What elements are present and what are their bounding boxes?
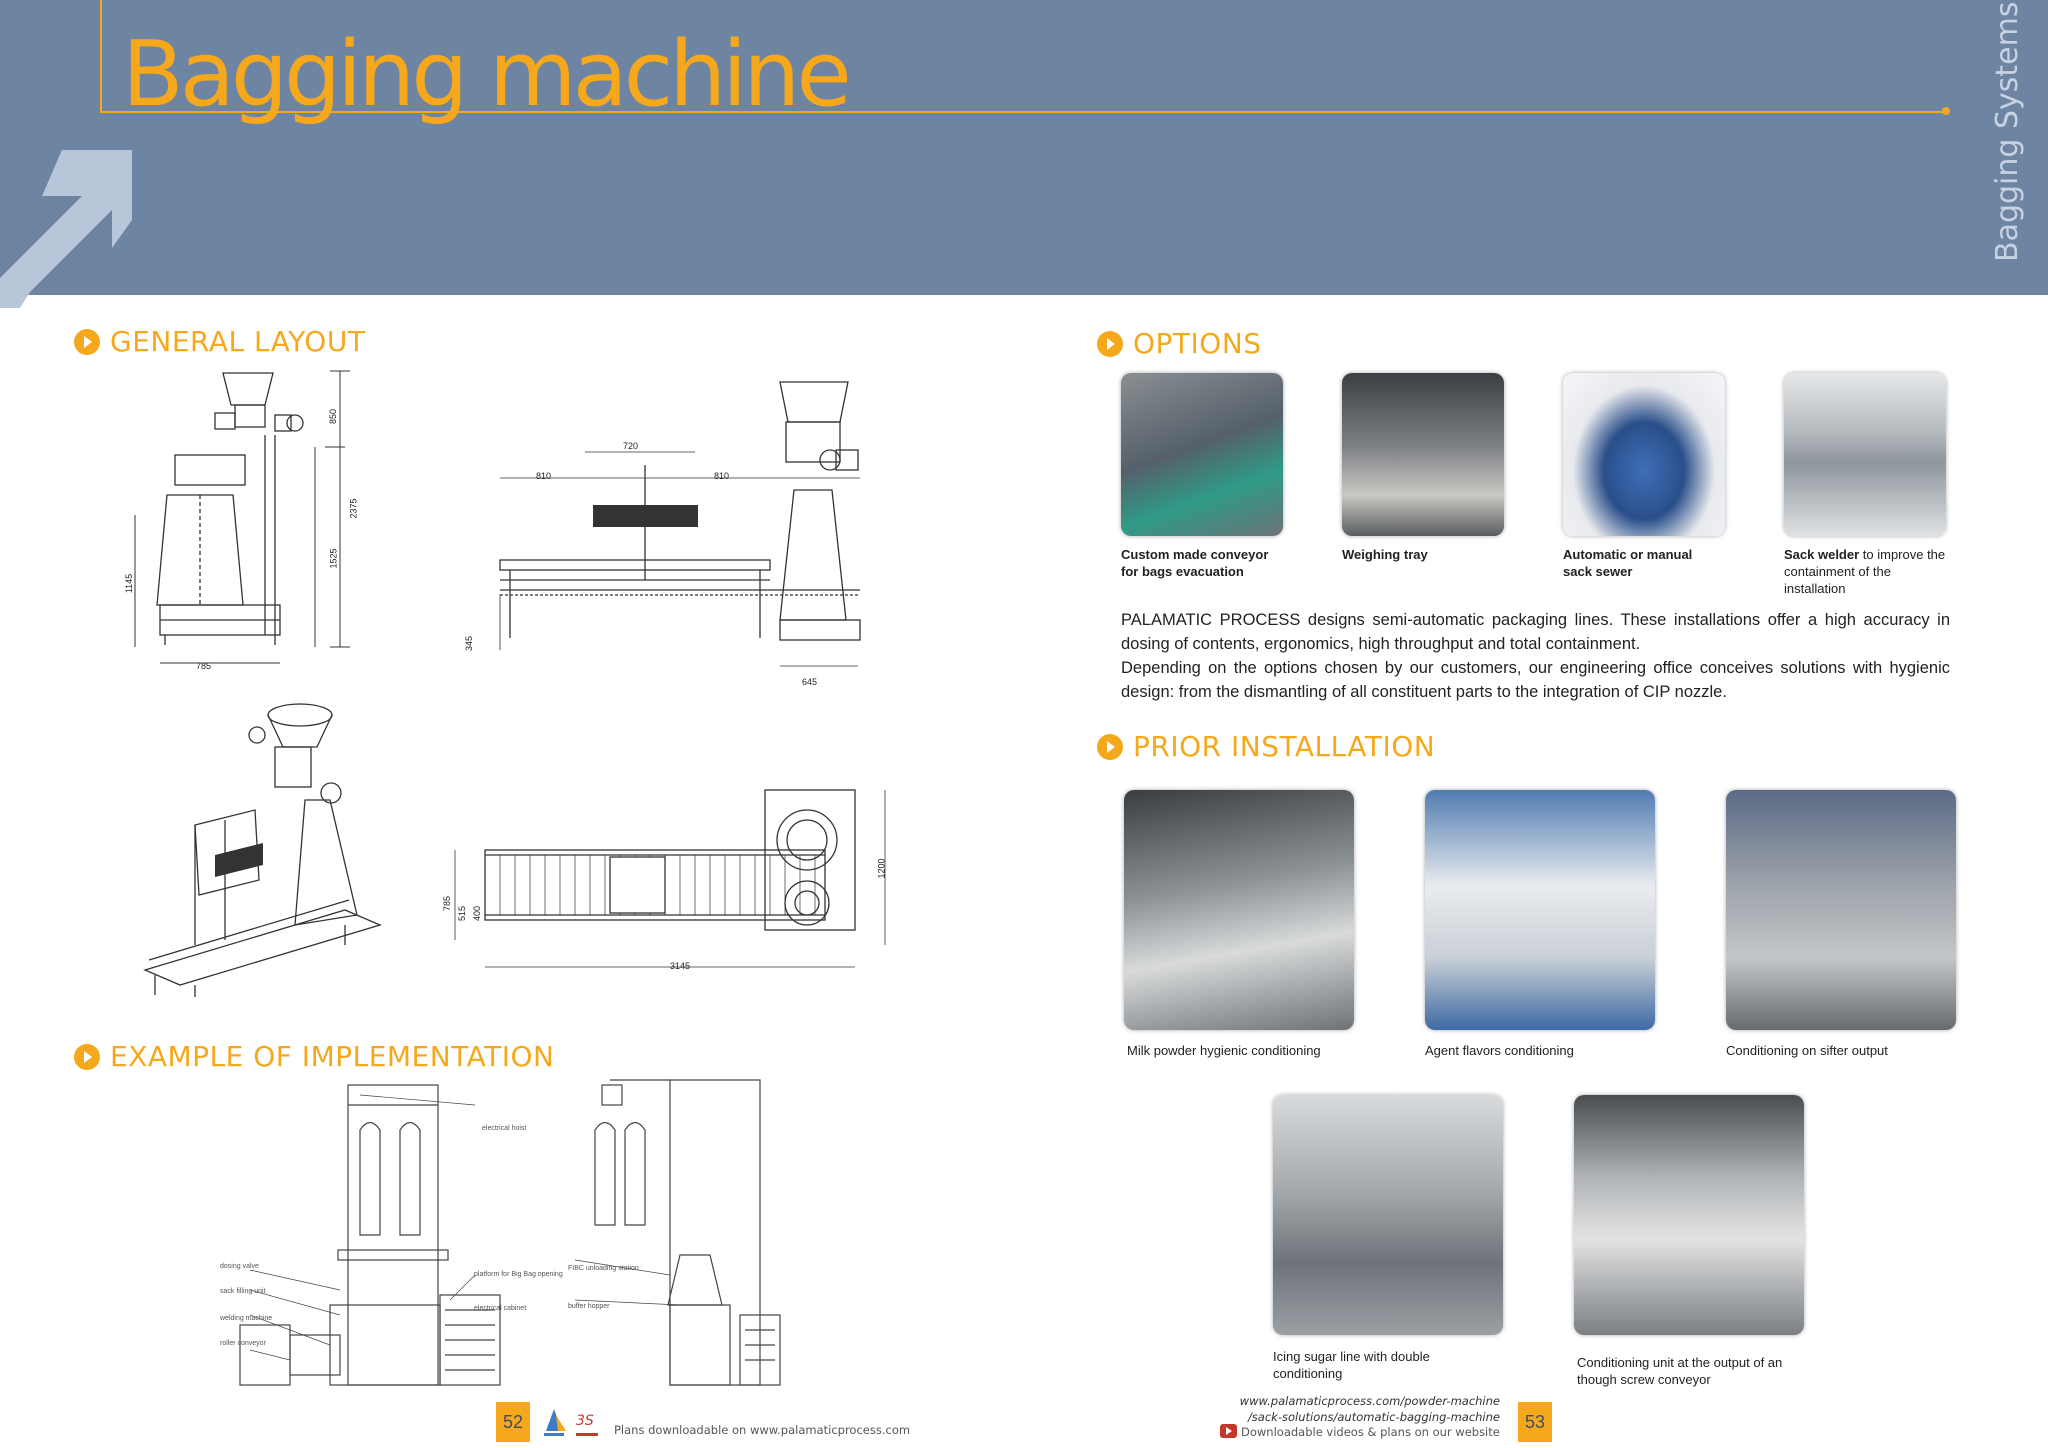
- dimension-label: 1200: [876, 858, 887, 879]
- section-title: PRIOR INSTALLATION: [1133, 730, 1436, 763]
- play-bullet-icon: [74, 1043, 100, 1070]
- implementation-drawing: [239, 1079, 781, 1386]
- page-title: Bagging machine: [122, 22, 852, 127]
- dimension-label: 1525: [328, 548, 339, 569]
- prior-photo-screw-conveyor: [1574, 1095, 1804, 1335]
- header-banner: [0, 0, 2048, 295]
- section-title: EXAMPLE OF IMPLEMENTATION: [110, 1040, 555, 1073]
- page-number-right: 53: [1518, 1402, 1552, 1442]
- callout-label: welding machine: [220, 1315, 273, 1322]
- description: PALAMATIC PROCESS designs semi-automatic…: [1121, 608, 1950, 704]
- dimension-label: 1145: [124, 573, 135, 594]
- prior-photo-agent-flavors: [1425, 790, 1655, 1030]
- prior-caption: Icing sugar line with double conditionin…: [1273, 1349, 1430, 1381]
- prior-caption: Conditioning on sifter output: [1726, 1043, 1888, 1058]
- prior-photo-milk-powder: [1124, 790, 1354, 1030]
- option-photo-sack-welder: [1784, 373, 1946, 536]
- dimension-label: 850: [328, 408, 339, 425]
- section-general-layout: GENERAL LAYOUT: [74, 325, 365, 358]
- play-bullet-icon: [1097, 733, 1123, 760]
- title-rule-vertical: [100, 0, 102, 112]
- option-caption: Sack welder to improve the containment o…: [1784, 547, 1946, 596]
- dimension-label: 810: [536, 471, 552, 481]
- title-rule-end: [1942, 107, 1950, 115]
- callout-label: platform for Big Bag opening: [474, 1271, 563, 1278]
- section-example: EXAMPLE OF IMPLEMENTATION: [74, 1040, 554, 1073]
- callout-label: electrical cabinet: [474, 1305, 527, 1312]
- plan-view-drawing: [454, 789, 886, 968]
- section-prior-installation: PRIOR INSTALLATION: [1097, 730, 1435, 763]
- callout-label: FIBC unloading station: [568, 1265, 639, 1272]
- description-paragraph: Depending on the options chosen by our c…: [1121, 659, 1950, 701]
- dimension-label: 3145: [670, 961, 691, 971]
- prior-caption: Conditioning unit at the output of an th…: [1577, 1355, 1783, 1387]
- prior-photo-icing-sugar: [1273, 1095, 1503, 1335]
- dimension-label: 400: [472, 905, 483, 922]
- option-caption: Automatic or manual sack sewer: [1563, 547, 1693, 579]
- youtube-icon: [1220, 1424, 1237, 1438]
- callout-label: sack filling unit: [220, 1288, 266, 1295]
- svg-text:3S: 3S: [576, 1413, 594, 1429]
- section-title: OPTIONS: [1133, 327, 1262, 360]
- prior-photo-sifter: [1726, 790, 1956, 1030]
- description-paragraph: PALAMATIC PROCESS designs semi-automatic…: [1121, 611, 1950, 653]
- side-label: Bagging Systems: [1990, 1, 2025, 262]
- videos-link[interactable]: Downloadable videos & plans on our websi…: [1241, 1425, 1500, 1439]
- callout-label: dosing valve: [220, 1263, 259, 1270]
- isometric-drawing: [143, 703, 382, 997]
- option-photo-weighing-tray: [1342, 373, 1504, 536]
- option-photo-sack-sewer: [1563, 373, 1725, 536]
- title-rule: [100, 111, 1948, 113]
- option-caption: Weighing tray: [1342, 547, 1428, 562]
- dimension-label: 785: [196, 661, 212, 671]
- prior-caption: Agent flavors conditioning: [1425, 1043, 1574, 1058]
- prior-caption: Milk powder hygienic conditioning: [1127, 1043, 1321, 1058]
- url-link[interactable]: www.palamaticprocess.com/powder-machine: [1239, 1394, 1500, 1408]
- section-options: OPTIONS: [1097, 327, 1262, 360]
- dimension-label: 810: [714, 471, 730, 481]
- front-elevation-drawing: [499, 381, 861, 667]
- option-caption: Custom made conveyor for bags evacuation: [1121, 547, 1269, 579]
- callout-label: roller conveyor: [220, 1340, 266, 1347]
- dimension-label: 345: [464, 635, 475, 652]
- side-elevation-drawing: [134, 370, 350, 664]
- option-photo-conveyor: [1121, 373, 1283, 536]
- plans-link[interactable]: Plans downloadable on www.palamaticproce…: [614, 1423, 911, 1437]
- play-bullet-icon: [1097, 330, 1123, 357]
- play-bullet-icon: [74, 328, 100, 355]
- arrow-icon: [0, 150, 132, 308]
- callout-label: buffer hopper: [568, 1303, 610, 1310]
- url-link[interactable]: /sack-solutions/automatic-bagging-machin…: [1247, 1410, 1500, 1424]
- dimension-label: 645: [802, 677, 818, 687]
- dimension-label: 720: [623, 441, 639, 451]
- section-title: GENERAL LAYOUT: [110, 325, 366, 358]
- logo-icon: 3S: [544, 1409, 598, 1436]
- page-number-left: 52: [496, 1402, 530, 1442]
- callout-label: electrical hoist: [482, 1125, 527, 1132]
- dimension-label: 2375: [348, 498, 359, 519]
